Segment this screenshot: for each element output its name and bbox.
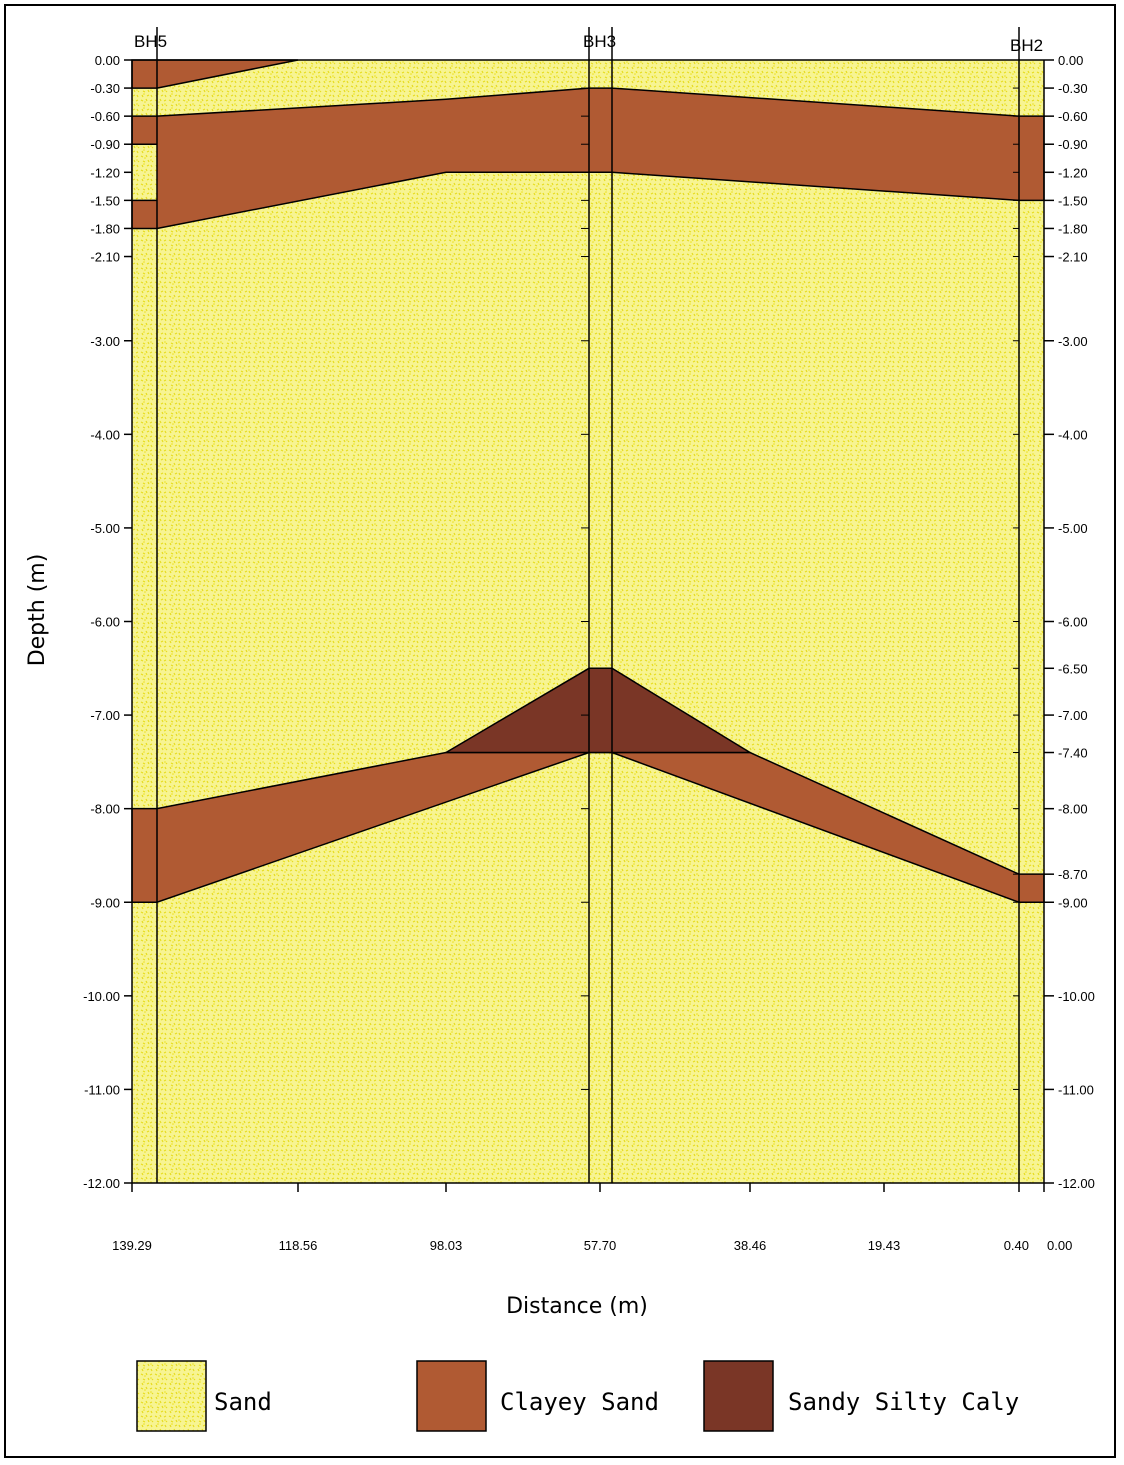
distance-tick-label: 0.00 <box>1047 1238 1072 1253</box>
sand-notch-bh5 <box>132 144 157 201</box>
borehole-label-bh5: BH5 <box>134 32 167 51</box>
right-tick-label: -5.00 <box>1058 521 1088 536</box>
left-tick-label: -7.00 <box>90 708 120 723</box>
distance-tick-label: 0.40 <box>1004 1238 1029 1253</box>
left-tick-label: -9.00 <box>90 895 120 910</box>
left-tick-label: -2.10 <box>90 250 120 265</box>
right-tick-label: -2.10 <box>1058 250 1088 265</box>
left-tick-label: -6.00 <box>90 615 120 630</box>
left-tick-label: -3.00 <box>90 334 120 349</box>
distance-tick-label: 139.29 <box>112 1238 152 1253</box>
left-tick-label: -11.00 <box>84 1082 120 1097</box>
right-tick-label: -6.50 <box>1058 661 1088 676</box>
left-depth-axis: 0.00 -0.30 -0.60 -0.90 -1.20 -1.50 -1.80 -2.10 -… <box>83 53 589 1191</box>
legend-swatch-sand <box>136 1360 207 1432</box>
right-tick-label: -10.00 <box>1058 989 1095 1004</box>
legend-swatch-clayey-sand <box>416 1360 487 1432</box>
left-tick-label: -5.00 <box>90 521 120 536</box>
legend-label-sandy-silty-clay: Sandy Silty Caly <box>788 1388 1019 1416</box>
distance-tick-label: 118.56 <box>279 1238 318 1253</box>
distance-tick-label: 38.46 <box>734 1238 767 1253</box>
right-tick-label: -8.70 <box>1058 867 1088 882</box>
right-tick-label: -1.50 <box>1058 193 1088 208</box>
right-tick-label: -3.00 <box>1058 334 1088 349</box>
left-tick-label: -0.60 <box>90 109 120 124</box>
borehole-label-bh3: BH3 <box>583 32 616 51</box>
right-depth-axis: 0.00 -0.30 -0.60 -0.90 -1.20 -1.50 -1.80 -2.10 -… <box>1013 53 1095 1191</box>
left-tick-label: -10.00 <box>83 989 120 1004</box>
right-tick-label: 0.00 <box>1058 53 1083 68</box>
left-tick-label: -0.30 <box>90 81 120 96</box>
right-tick-label: -12.00 <box>1058 1176 1095 1191</box>
right-tick-label: -7.40 <box>1058 746 1088 761</box>
right-tick-label: -1.20 <box>1058 165 1088 180</box>
left-tick-label: -8.00 <box>90 802 120 817</box>
right-tick-label: -0.30 <box>1058 81 1088 96</box>
left-tick-label: -4.00 <box>90 427 120 442</box>
left-tick-label: -1.20 <box>90 165 120 180</box>
distance-axis: 139.29 118.56 98.03 57.70 38.46 19.43 0.40 0.00 <box>112 1183 1072 1253</box>
left-tick-label: -12.00 <box>83 1176 120 1191</box>
left-tick-label: -1.50 <box>90 193 120 208</box>
right-tick-label: -7.00 <box>1058 708 1088 723</box>
left-tick-label: -1.80 <box>90 221 120 236</box>
legend-label-sand: Sand <box>214 1388 272 1416</box>
legend-swatch-sandy-silty-clay <box>703 1360 774 1432</box>
right-tick-label: -8.00 <box>1058 802 1088 817</box>
right-tick-label: -1.80 <box>1058 221 1088 236</box>
right-tick-label: -0.90 <box>1058 137 1088 152</box>
legend-label-clayey-sand: Clayey Sand <box>500 1388 659 1416</box>
right-tick-label: -4.00 <box>1058 427 1088 442</box>
right-tick-label: -0.60 <box>1058 109 1088 124</box>
y-axis-title: Depth (m) <box>25 554 50 667</box>
x-axis-title: Distance (m) <box>506 1294 648 1319</box>
borehole-label-bh2: BH2 <box>1010 36 1043 55</box>
distance-tick-label: 19.43 <box>868 1238 901 1253</box>
right-tick-label: -6.00 <box>1058 615 1088 630</box>
left-tick-label: -0.90 <box>90 137 120 152</box>
left-tick-label: 0.00 <box>95 53 120 68</box>
right-tick-label: -11.00 <box>1058 1082 1094 1097</box>
right-tick-label: -9.00 <box>1058 895 1088 910</box>
distance-tick-label: 98.03 <box>430 1238 463 1253</box>
distance-tick-label: 57.70 <box>584 1238 617 1253</box>
